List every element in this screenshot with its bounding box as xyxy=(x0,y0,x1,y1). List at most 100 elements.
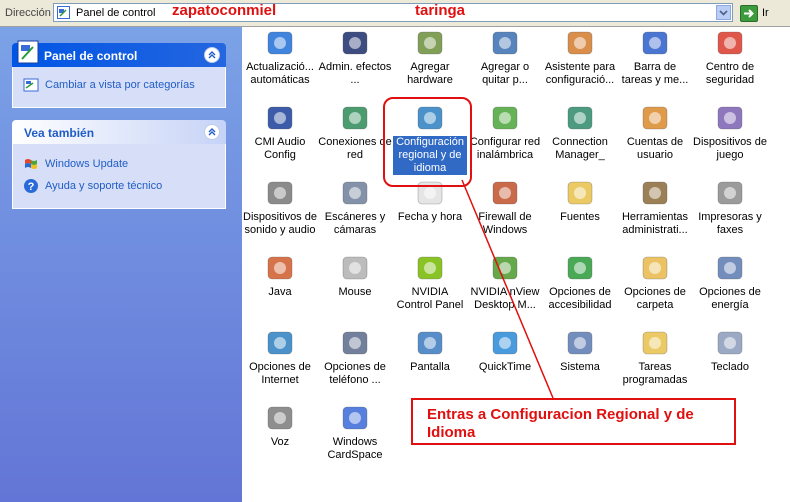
item-label: Configuración regional y de idioma xyxy=(393,136,467,175)
control-panel-item[interactable]: Sistema xyxy=(543,327,617,374)
house-network-icon xyxy=(567,31,593,55)
panel-body: Windows Update ? Ayuda y soporte técnico xyxy=(12,144,226,209)
phone-icon xyxy=(342,331,368,355)
control-panel-item[interactable]: Escáneres y cámaras xyxy=(318,177,392,237)
item-label: Cuentas de usuario xyxy=(626,136,684,161)
svg-text:?: ? xyxy=(28,181,35,193)
control-panel-item[interactable]: NVIDIA nView Desktop M... xyxy=(468,252,542,312)
address-input[interactable]: Panel de control xyxy=(53,3,733,22)
go-arrow-icon xyxy=(744,9,754,18)
address-dropdown-button[interactable] xyxy=(716,5,731,20)
network-globe-icon xyxy=(342,106,368,130)
item-label: Escáneres y cámaras xyxy=(324,211,386,236)
item-label: Teclado xyxy=(711,361,749,373)
security-shield-icon xyxy=(717,31,743,55)
control-panel-item[interactable]: QuickTime xyxy=(468,327,542,374)
control-panel-item[interactable]: Configuración regional y de idioma xyxy=(393,102,467,175)
control-panel-item[interactable]: Pantalla xyxy=(393,327,467,374)
help-support-link[interactable]: ? Ayuda y soporte técnico xyxy=(23,178,215,194)
control-panel-item[interactable]: Opciones de carpeta xyxy=(618,252,692,312)
control-panel-item[interactable]: Cuentas de usuario xyxy=(618,102,692,162)
task-sidebar: Panel de control Cambiar a vista por cat… xyxy=(0,27,242,502)
item-label: Dispositivos de juego xyxy=(693,136,767,161)
item-label: Tareas programadas xyxy=(622,361,688,386)
item-label: Impresoras y faxes xyxy=(698,211,762,236)
audio-config-icon xyxy=(267,106,293,130)
control-panel-item[interactable]: Agregar o quitar p... xyxy=(468,27,542,87)
item-label: QuickTime xyxy=(478,361,532,373)
collapse-button[interactable] xyxy=(204,47,220,63)
item-label: CMI Audio Config xyxy=(254,136,306,161)
panel-header[interactable]: Panel de control xyxy=(12,40,226,67)
nvidia-icon xyxy=(417,256,443,280)
control-panel-item[interactable]: Windows CardSpace xyxy=(318,402,392,462)
control-panel-item[interactable]: Teclado xyxy=(693,327,767,374)
collapse-button[interactable] xyxy=(204,124,220,140)
control-panel-item[interactable]: CMI Audio Config xyxy=(243,102,317,162)
item-label: Firewall de Windows xyxy=(478,211,532,236)
nview-icon xyxy=(492,256,518,280)
control-panel-item[interactable]: Java xyxy=(243,252,317,299)
control-panel-item[interactable]: Opciones de energía xyxy=(693,252,767,312)
control-panel-item[interactable]: Mouse xyxy=(318,252,392,299)
control-panel-item[interactable]: Opciones de Internet xyxy=(243,327,317,387)
control-panel-item[interactable]: Connection Manager_ xyxy=(543,102,617,162)
control-panel-item[interactable]: Herramientas administrati... xyxy=(618,177,692,237)
control-panel-item[interactable]: Configurar red inalámbrica xyxy=(468,102,542,162)
taskbar-icon xyxy=(642,31,668,55)
control-panel-item[interactable]: Firewall de Windows xyxy=(468,177,542,237)
windows-update-link[interactable]: Windows Update xyxy=(23,156,215,172)
control-panel-item[interactable]: Admin. efectos ... xyxy=(318,27,392,87)
control-panel-item[interactable]: Centro de seguridad xyxy=(693,27,767,87)
item-label: Fecha y hora xyxy=(397,211,463,223)
control-panel-item[interactable]: Opciones de accesibilidad xyxy=(543,252,617,312)
item-label: Centro de seguridad xyxy=(705,61,755,86)
item-label: Sistema xyxy=(560,361,600,373)
item-label: Herramientas administrati... xyxy=(621,211,689,236)
control-panel-item[interactable]: Fecha y hora xyxy=(393,177,467,224)
gamepad-icon xyxy=(717,106,743,130)
item-label: Dispositivos de sonido y audio xyxy=(243,211,317,236)
control-panel-item[interactable]: Conexiones de red xyxy=(318,102,392,162)
item-label: Actualizació... automáticas xyxy=(246,61,314,86)
control-panel-item[interactable]: Asistente para configuració... xyxy=(543,27,617,87)
panel-body: Cambiar a vista por categorías xyxy=(12,67,226,108)
go-button[interactable] xyxy=(740,5,758,22)
go-label[interactable]: Ir xyxy=(762,7,769,19)
control-panel-item[interactable]: Voz xyxy=(243,402,317,449)
chevron-up-icon xyxy=(208,51,216,59)
panel-title: Panel de control xyxy=(44,49,138,63)
item-label: Opciones de accesibilidad xyxy=(548,286,612,311)
control-panel-item[interactable]: Dispositivos de sonido y audio xyxy=(243,177,317,237)
item-label: Configurar red inalámbrica xyxy=(469,136,541,161)
annotation-text: Entras a Configuracion Regional y de Idi… xyxy=(427,406,694,441)
microphone-icon xyxy=(267,406,293,430)
speaker-icon xyxy=(267,181,293,205)
item-label: Pantalla xyxy=(410,361,450,373)
control-panel-item[interactable]: Actualizació... automáticas xyxy=(243,27,317,87)
add-remove-programs-icon xyxy=(492,31,518,55)
item-label: Admin. efectos ... xyxy=(318,61,392,86)
item-label: Connection Manager_ xyxy=(552,136,608,161)
switch-category-view-link[interactable]: Cambiar a vista por categorías xyxy=(23,77,215,93)
item-label: Barra de tareas y me... xyxy=(621,61,689,86)
item-label: Windows CardSpace xyxy=(327,436,383,461)
control-panel-item[interactable]: Opciones de teléfono ... xyxy=(318,327,392,387)
control-panel-item[interactable]: Tareas programadas xyxy=(618,327,692,387)
item-label: Opciones de carpeta xyxy=(624,286,686,311)
control-panel-item[interactable]: Agregar hardware xyxy=(393,27,467,87)
mouse-icon xyxy=(342,256,368,280)
system-icon xyxy=(567,331,593,355)
control-panel-item[interactable]: Barra de tareas y me... xyxy=(618,27,692,87)
item-label: NVIDIA Control Panel xyxy=(396,286,464,311)
firewall-icon xyxy=(492,181,518,205)
display-icon xyxy=(417,331,443,355)
panel-header[interactable]: Vea también xyxy=(12,120,226,144)
control-panel-item[interactable]: NVIDIA Control Panel xyxy=(393,252,467,312)
control-panel-item[interactable]: Dispositivos de juego xyxy=(693,102,767,162)
wireless-icon xyxy=(492,106,518,130)
folder-options-icon xyxy=(642,256,668,280)
control-panel-item[interactable]: Fuentes xyxy=(543,177,617,224)
control-panel-item[interactable]: Impresoras y faxes xyxy=(693,177,767,237)
camera-icon xyxy=(342,181,368,205)
